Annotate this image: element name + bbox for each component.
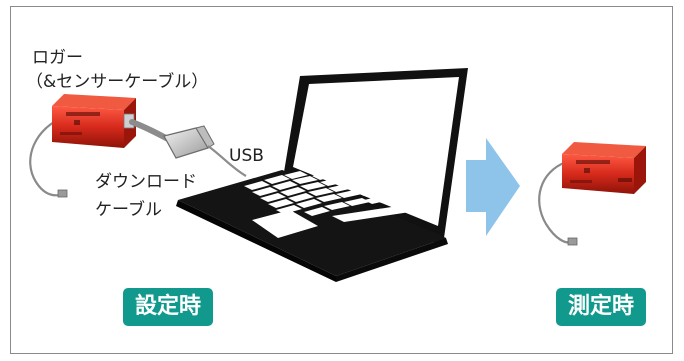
right-sensor-cable [538, 160, 578, 246]
right-arrow-icon [466, 138, 520, 236]
right-logger-device [562, 142, 646, 194]
download-cable [129, 119, 247, 177]
usb-label: USB [229, 146, 264, 166]
setup-badge: 設定時 [123, 288, 213, 326]
logger-label-line1: ロガー [32, 48, 83, 68]
trackpad [252, 210, 318, 238]
left-sensor-cable [29, 114, 68, 198]
measure-badge: 測定時 [556, 288, 646, 326]
cable-label-line2: ケーブル [95, 200, 162, 220]
keyboard [244, 171, 430, 222]
logger-label-line2: （&センサーケーブル） [26, 72, 209, 92]
laptop-icon [176, 68, 468, 282]
left-logger-device [52, 94, 136, 148]
cable-label-line1: ダウンロード [95, 172, 197, 192]
